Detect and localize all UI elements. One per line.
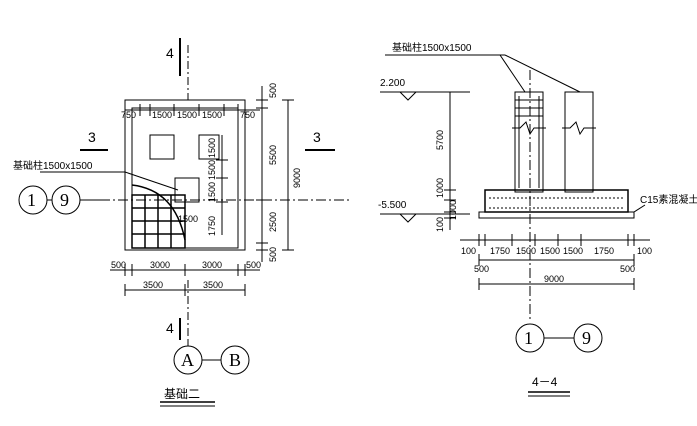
plan-bottom-dim2-2: 3500 bbox=[203, 280, 223, 290]
section-4-bottom-label: 4 bbox=[166, 320, 174, 336]
plan-right-dim-4: 500 bbox=[268, 247, 278, 262]
plan-top-dim-3: 1500 bbox=[177, 110, 197, 120]
axis-bubble-1: 1 bbox=[27, 190, 36, 210]
section-dim-7: 100 bbox=[637, 246, 652, 256]
elevation-top: 2.200 bbox=[380, 78, 405, 89]
axis-bubble-9: 9 bbox=[60, 190, 69, 210]
axis-bubble-b: B bbox=[229, 350, 241, 370]
plan-bottom-dim2-1: 3500 bbox=[143, 280, 163, 290]
section-left-dim-1: 5700 bbox=[435, 130, 445, 150]
plan-top-dim-1: 750 bbox=[121, 110, 136, 120]
plan-right-total: 9000 bbox=[292, 168, 302, 188]
plan-top-dim-5: 750 bbox=[240, 110, 255, 120]
elevation-bottom: -5.500 bbox=[378, 200, 407, 211]
section-dim-2: 1750 bbox=[490, 246, 510, 256]
plan-bottom-dim-3: 3000 bbox=[202, 260, 222, 270]
section-view bbox=[380, 54, 650, 397]
plan-right-dim-3: 2500 bbox=[268, 212, 278, 232]
concrete-label: C15素混凝土 bbox=[640, 193, 697, 206]
section-axis-bubble-1: 1 bbox=[524, 328, 533, 348]
section-4-top-label: 4 bbox=[166, 45, 174, 61]
plan-inner-h: 1500 bbox=[178, 214, 198, 224]
plan-right-dim-1: 500 bbox=[268, 83, 278, 98]
section-axis-bubble-9: 9 bbox=[582, 328, 591, 348]
section-dim2-right: 500 bbox=[620, 264, 635, 274]
plan-inner-v-2: 1500 bbox=[207, 160, 217, 180]
section-left-dim-2: 1000 bbox=[435, 178, 445, 198]
section-title: 4－4 bbox=[532, 375, 558, 389]
section-total: 9000 bbox=[544, 274, 564, 284]
section-left-dim-3: 1000 bbox=[448, 200, 458, 220]
plan-column-label: 基础柱1500x1500 bbox=[13, 159, 93, 172]
plan-inner-v-4: 1750 bbox=[207, 216, 217, 236]
plan-inner-v-1: 1500 bbox=[207, 138, 217, 158]
section-column-label: 基础柱1500x1500 bbox=[392, 41, 472, 54]
section-dim-1: 100 bbox=[461, 246, 476, 256]
plan-bottom-dim-2: 3000 bbox=[150, 260, 170, 270]
section-dim2-left: 500 bbox=[474, 264, 489, 274]
plan-top-dim-2: 1500 bbox=[152, 110, 172, 120]
section-3-right-label: 3 bbox=[313, 129, 321, 145]
plan-bottom-dim-1: 500 bbox=[111, 260, 126, 270]
plan-right-dim-2: 5500 bbox=[268, 145, 278, 165]
plan-bottom-dim-4: 500 bbox=[246, 260, 261, 270]
section-3-left-label: 3 bbox=[88, 129, 96, 145]
plan-title: 基础二 bbox=[164, 387, 200, 401]
plan-inner-v-3: 1500 bbox=[207, 182, 217, 202]
section-dim-4: 1500 bbox=[540, 246, 560, 256]
section-left-dim-4: 100 bbox=[435, 217, 445, 232]
section-dim-5: 1500 bbox=[563, 246, 583, 256]
plan-top-dim-4: 1500 bbox=[202, 110, 222, 120]
plan-view bbox=[18, 38, 350, 407]
section-dim-3: 1500 bbox=[516, 246, 536, 256]
section-dim-6: 1750 bbox=[594, 246, 614, 256]
axis-bubble-a: A bbox=[181, 350, 194, 370]
